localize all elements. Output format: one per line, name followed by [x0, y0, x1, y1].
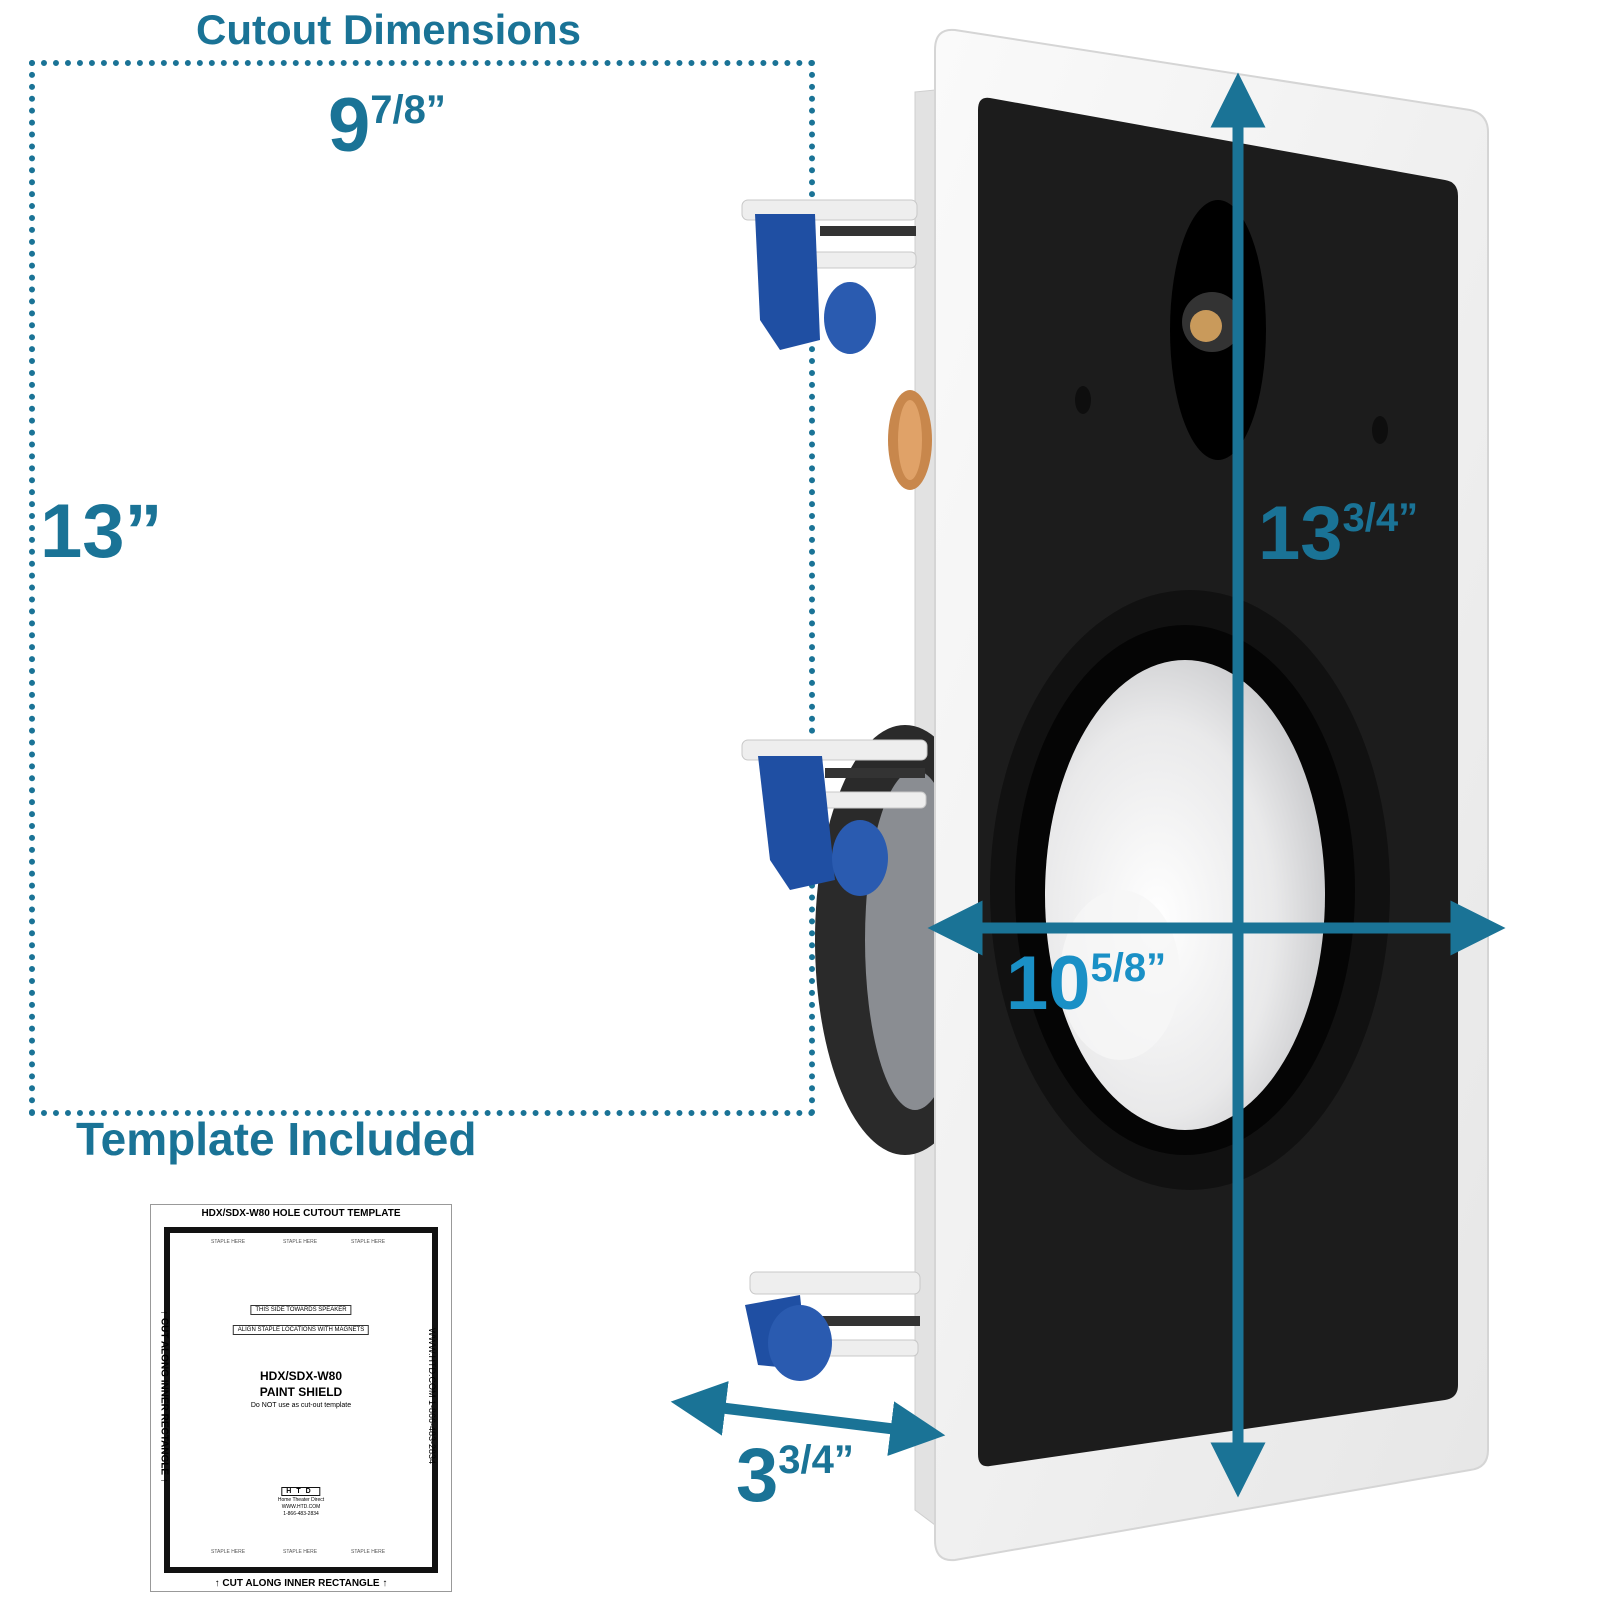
tweeter-dome: [1190, 310, 1222, 342]
paint-shield-note: Do NOT use as cut-out template: [250, 1402, 352, 1409]
depth-whole: 3: [736, 1433, 779, 1518]
cutout-height-label: 13”: [40, 494, 163, 570]
template-inner-rectangle: [164, 1227, 438, 1573]
staple-marker: STAPLE HERE: [351, 1549, 386, 1555]
brand-name: Home Theater Direct: [277, 1497, 325, 1503]
frame-width-whole: 10: [1006, 941, 1091, 1026]
htd-logo: HTD: [281, 1487, 321, 1496]
towards-speaker-label: THIS SIDE TOWARDS SPEAKER: [250, 1305, 352, 1315]
template-included-title: Template Included: [76, 1113, 477, 1165]
mounting-clip-bottom: [745, 1271, 921, 1381]
depth-fraction: 3/4”: [778, 1438, 854, 1482]
woofer-cone: [1045, 660, 1325, 1130]
depth-arrow: [670, 1381, 946, 1456]
frame-height-fraction: 3/4”: [1342, 496, 1419, 540]
staple-marker: STAPLE HERE: [351, 1239, 386, 1245]
brand-phone: 1-866-483-2834: [283, 1511, 319, 1517]
staple-marker: STAPLE HERE: [211, 1549, 246, 1555]
template-bottom-label: ↑ CUT ALONG INNER RECTANGLE ↑: [214, 1578, 388, 1589]
staple-marker: STAPLE HERE: [283, 1239, 318, 1245]
cutout-width-fraction: 7/8”: [370, 88, 446, 132]
paint-shield-title: PAINT SHIELD: [259, 1385, 343, 1399]
brand-url: WWW.HTD.COM: [281, 1504, 321, 1510]
cutout-height-whole: 13”: [40, 489, 163, 574]
brand-block: Home Theater Direct WWW.HTD.COM 1-866-48…: [151, 1497, 451, 1518]
template-top-title: HDX/SDX-W80 HOLE CUTOUT TEMPLATE: [201, 1208, 401, 1219]
cutout-width-label: 97/8”: [328, 88, 446, 164]
frame-height-whole: 13: [1258, 491, 1343, 576]
staple-marker: STAPLE HERE: [283, 1549, 318, 1555]
frame-width-fraction: 5/8”: [1090, 946, 1167, 990]
mounting-clip-top: [741, 199, 918, 354]
paint-shield-model: HDX/SDX-W80: [259, 1369, 342, 1383]
depth-label: 33/4”: [736, 1438, 854, 1514]
cutout-width-whole: 9: [328, 83, 371, 168]
cutout-template-sheet: HDX/SDX-W80 HOLE CUTOUT TEMPLATE ↑ CUT A…: [150, 1204, 452, 1592]
frame-width-label: 105/8”: [1006, 946, 1166, 1022]
align-staples-label: ALIGN STAPLE LOCATIONS WITH MAGNETS: [232, 1325, 370, 1335]
cutout-dimensions-title: Cutout Dimensions: [196, 6, 581, 53]
staple-marker: STAPLE HERE: [211, 1239, 246, 1245]
cutout-outline: [29, 60, 815, 1116]
mounting-clip-middle: [741, 739, 928, 896]
frame-height-label: 133/4”: [1258, 496, 1418, 572]
